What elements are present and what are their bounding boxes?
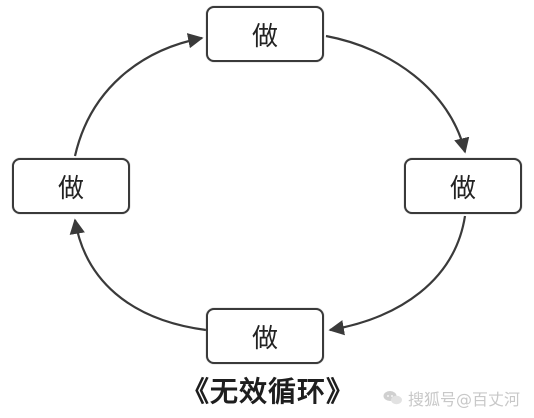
chat-bubbles-icon	[383, 391, 402, 405]
arrow-top-to-right	[325, 34, 470, 154]
watermark-text: 搜狐号@百丈河	[407, 390, 520, 409]
node-top: 做	[206, 6, 324, 62]
watermark: 搜狐号@百丈河	[383, 386, 520, 410]
arrow-left-to-top	[73, 33, 204, 157]
node-left: 做	[12, 158, 130, 214]
node-right: 做	[404, 158, 522, 214]
node-top-label: 做	[251, 21, 278, 52]
node-right-label: 做	[449, 173, 476, 204]
node-bottom-label: 做	[251, 323, 278, 354]
arrow-bottom-to-left	[69, 218, 207, 332]
arrow-right-to-bottom	[328, 215, 467, 336]
node-left-label: 做	[57, 173, 84, 204]
node-bottom: 做	[206, 308, 324, 364]
diagram-caption: 《无效循环》	[180, 375, 355, 408]
